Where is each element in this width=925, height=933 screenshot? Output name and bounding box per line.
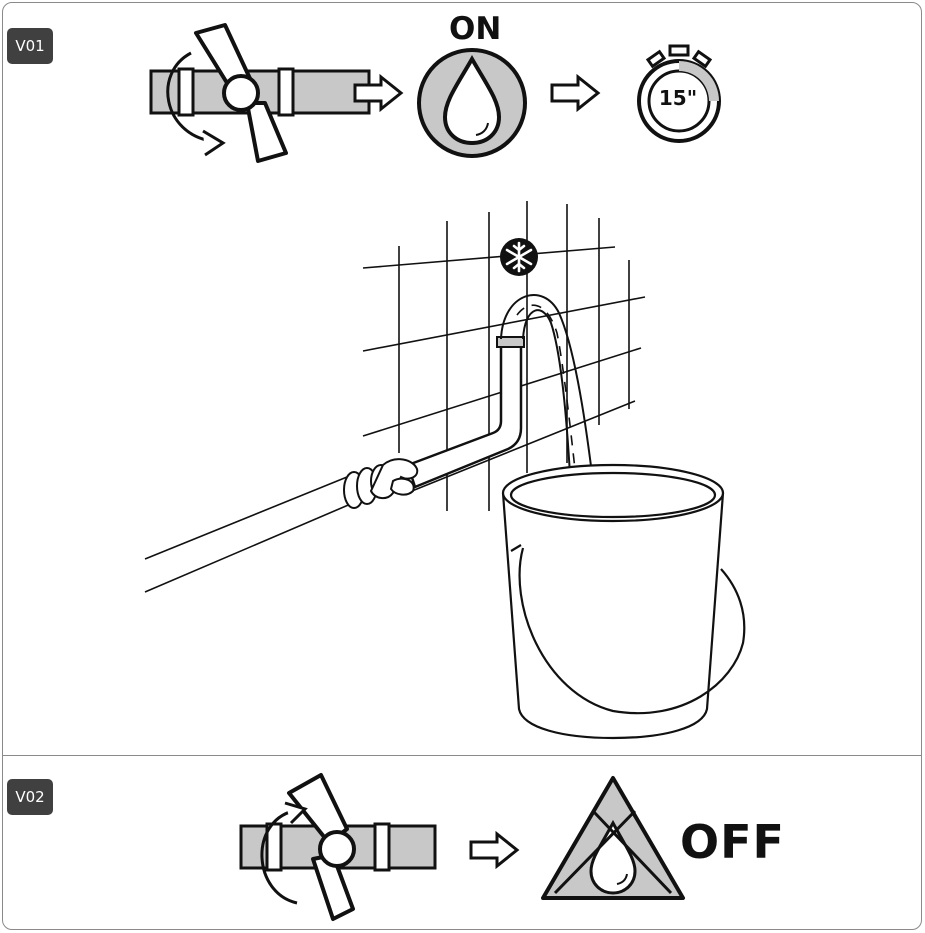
valve-close-icon bbox=[239, 773, 437, 921]
instruction-illustration bbox=[144, 23, 746, 921]
step-divider bbox=[3, 755, 921, 756]
step-badge-v02: V02 bbox=[7, 779, 53, 815]
water-drop-icon bbox=[417, 48, 527, 158]
valve-open-icon bbox=[149, 23, 371, 163]
pipe-and-tap-illustration bbox=[343, 336, 525, 509]
stopwatch-icon bbox=[637, 44, 721, 143]
water-off-warning-icon bbox=[541, 776, 685, 900]
step-badge-v01: V01 bbox=[7, 28, 53, 64]
bucket-illustration bbox=[501, 463, 746, 740]
status-off-label: OFF bbox=[680, 815, 785, 869]
status-on-label: ON bbox=[449, 11, 502, 47]
wall-with-pipe-illustration bbox=[144, 201, 646, 593]
arrow-right-icon bbox=[469, 832, 519, 868]
timer-duration-label: 15" bbox=[658, 86, 698, 110]
arrow-right-icon bbox=[550, 75, 600, 111]
snowflake-icon bbox=[500, 238, 538, 276]
